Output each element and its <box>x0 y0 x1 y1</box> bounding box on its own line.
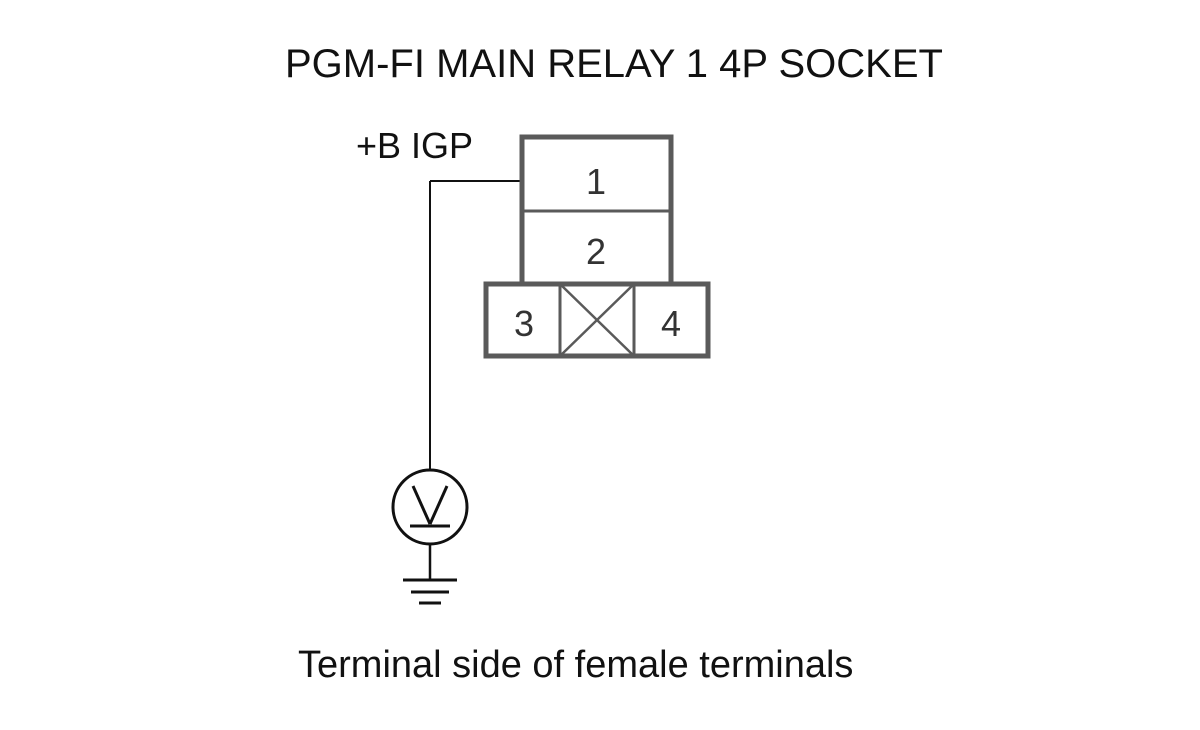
wire-label: +B IGP <box>356 125 474 166</box>
terminal-3-label: 3 <box>514 303 534 344</box>
voltmeter-icon <box>391 468 469 546</box>
probe-wire <box>429 180 522 470</box>
diagram-title: PGM-FI MAIN RELAY 1 4P SOCKET <box>285 42 943 86</box>
connector-socket <box>483 134 711 359</box>
ground-icon <box>403 544 457 605</box>
terminal-1-label: 1 <box>586 161 606 202</box>
terminal-4-label: 4 <box>661 303 681 344</box>
diagram-caption: Terminal side of female terminals <box>298 644 854 686</box>
terminal-2-label: 2 <box>586 231 606 272</box>
